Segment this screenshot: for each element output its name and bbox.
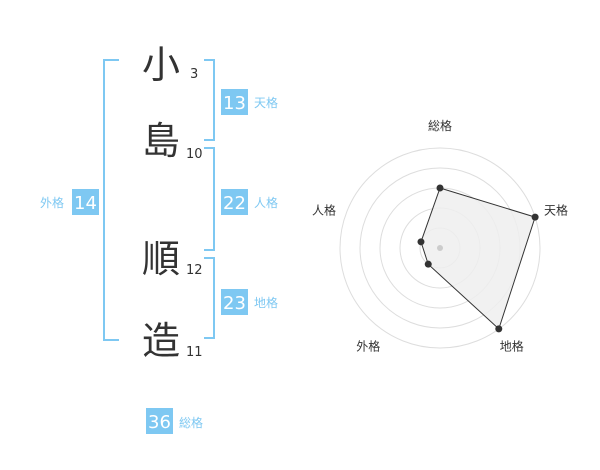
tenkaku-value: 13 (223, 93, 246, 114)
gaikaku-bracket (103, 59, 119, 341)
jinkaku-badge: 22 人格 (221, 189, 278, 215)
radar-point-1 (436, 184, 444, 192)
gaikaku-value: 14 (74, 193, 97, 214)
chikaku-bracket (204, 257, 215, 339)
chikaku-value: 23 (223, 293, 246, 314)
soukaku-badge: 36 総格 (146, 408, 203, 434)
radar-axis-label-4: 外格 (356, 339, 380, 354)
radar-center-dot (437, 245, 443, 251)
chikaku-badge-box (221, 289, 248, 315)
radar-point-4 (424, 260, 432, 268)
gaikaku-label: 外格 (40, 195, 64, 210)
jinkaku-bracket (204, 147, 215, 251)
tenkaku-label: 天格 (254, 95, 278, 110)
radar-axis-label-5: 人格 (312, 202, 336, 217)
stroke-count-1: 3 (190, 67, 198, 82)
radar-point-5 (417, 238, 425, 246)
name-char-2: 島 (142, 119, 180, 163)
brackets (103, 59, 215, 341)
soukaku-badge-box (146, 408, 173, 434)
radar-point-2 (531, 213, 539, 221)
tenkaku-badge: 13 天格 (221, 89, 278, 115)
tenkaku-bracket (204, 59, 215, 141)
radar-area (420, 187, 536, 330)
radar-axis-label-1: 総格 (428, 118, 452, 133)
radar-point-3 (495, 325, 503, 333)
gaikaku-badge-box (72, 189, 99, 215)
tenkaku-badge-box (221, 89, 248, 115)
stroke-count-3: 12 (186, 263, 203, 278)
radar-axis-label-3: 地格 (500, 339, 524, 354)
stroke-count-2: 10 (186, 147, 203, 162)
gaikaku-badge: 外格 14 (40, 189, 99, 215)
soukaku-label: 総格 (179, 415, 203, 430)
jinkaku-label: 人格 (254, 195, 278, 210)
name-char-4: 造 (142, 319, 180, 363)
chikaku-badge: 23 地格 (221, 289, 278, 315)
name-char-3: 順 (142, 237, 180, 281)
stroke-count-4: 11 (186, 345, 203, 360)
name-column: 小 3 島 10 順 12 造 11 (142, 43, 203, 363)
chikaku-label: 地格 (254, 295, 278, 310)
name-char-1: 小 (142, 43, 180, 87)
radar-ring-5 (339, 147, 541, 349)
jinkaku-badge-box (221, 189, 248, 215)
radar-points (417, 184, 539, 333)
soukaku-value: 36 (148, 412, 171, 433)
jinkaku-value: 22 (223, 193, 246, 214)
radar-axis-label-2: 天格 (544, 202, 568, 217)
